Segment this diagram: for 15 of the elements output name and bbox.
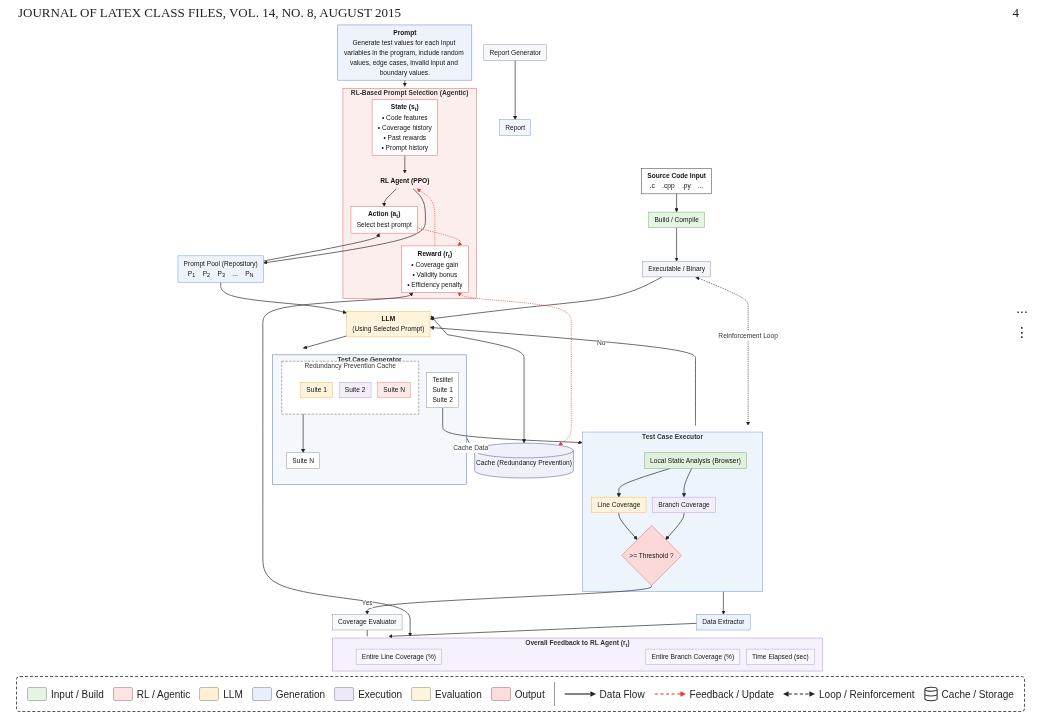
- legend-text: Evaluation: [435, 688, 482, 700]
- legend-text: Loop / Reinforcement: [819, 688, 915, 700]
- legend-text: Input / Build: [51, 688, 104, 700]
- legend-text: Execution: [358, 688, 403, 700]
- page-number: 4: [1012, 5, 1019, 21]
- legend-text: LLM: [223, 688, 243, 700]
- legend-text: Data Flow: [599, 688, 645, 700]
- legend-text: Feedback / Update: [689, 688, 775, 700]
- ellipsis-mark: ⋮: [1015, 324, 1029, 340]
- legend-text: RL / Agentic: [136, 688, 191, 700]
- legend-text: Output: [514, 688, 545, 700]
- legend-text: Generation: [275, 688, 326, 700]
- legend-text: Cache / Storage: [941, 688, 1014, 700]
- ellipsis-mark: ...: [1016, 300, 1028, 316]
- page-header: JOURNAL OF LATEX CLASS FILES, VOL. 14, NO. 8, AUGUST 2015: [18, 5, 401, 21]
